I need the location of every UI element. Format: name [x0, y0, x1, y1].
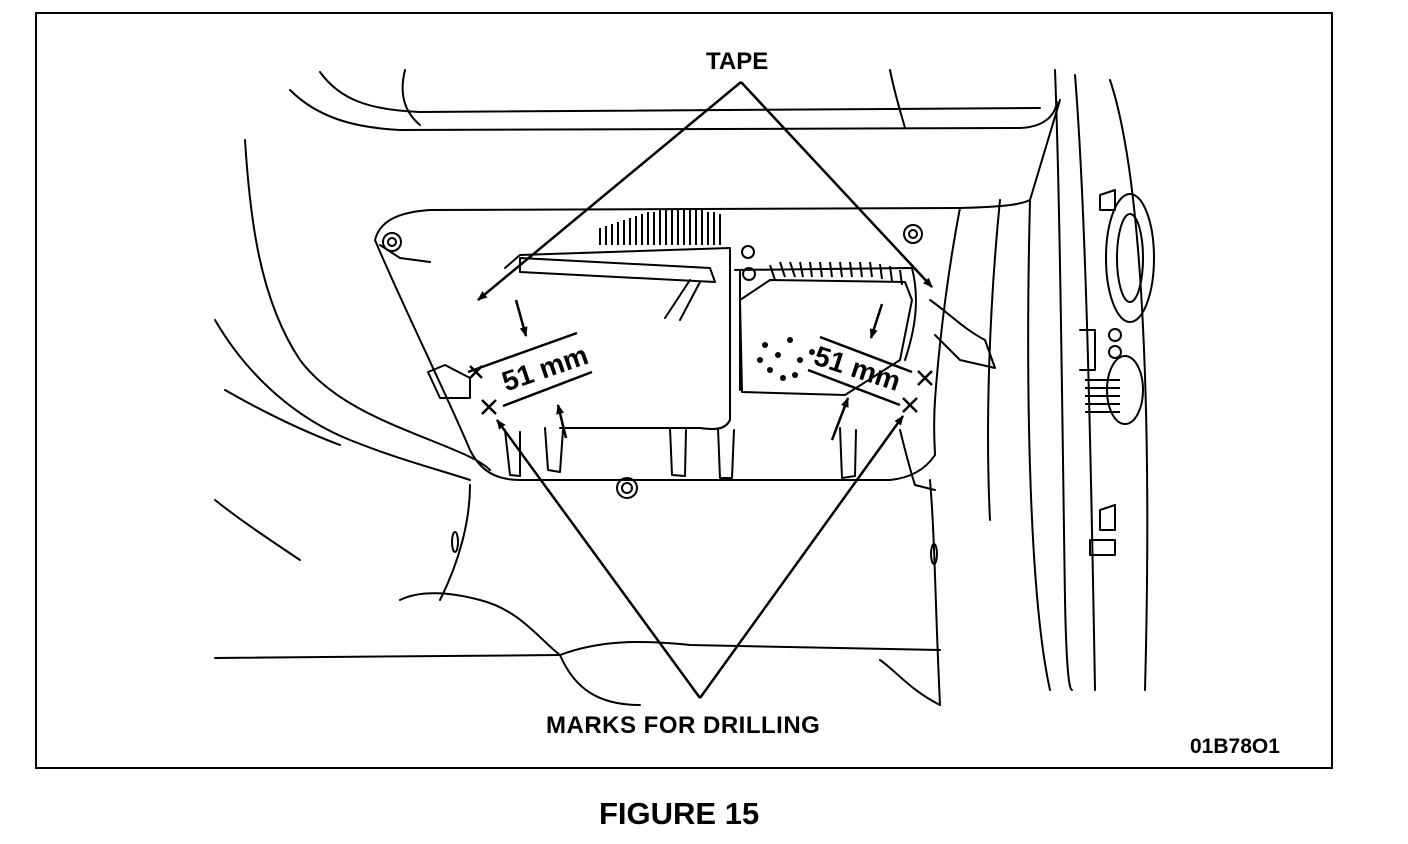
tape-pointer-right [740, 81, 933, 288]
board-holes [757, 337, 815, 381]
left-dimension-lines [467, 299, 593, 439]
figure-frame [35, 12, 1333, 769]
figure-caption: FIGURE 15 [599, 796, 760, 831]
textured-ribs [599, 210, 1120, 413]
drill-mark-left [469, 365, 497, 415]
tape-label: TAPE [706, 48, 769, 75]
drill-mark-right [902, 370, 933, 413]
marks-pointer-right [698, 415, 905, 699]
marks-pointer-left [495, 419, 702, 699]
tape-pointer-left [477, 81, 742, 301]
dashboard-top-outline [289, 89, 1058, 131]
left-pillar-outline [244, 139, 491, 471]
right-door-column [1054, 69, 1073, 691]
marks-for-drilling-label: MARKS FOR DRILLING [546, 712, 821, 739]
right-dimension-lines [807, 303, 913, 441]
figure-code: 01B78O1 [1190, 735, 1280, 758]
